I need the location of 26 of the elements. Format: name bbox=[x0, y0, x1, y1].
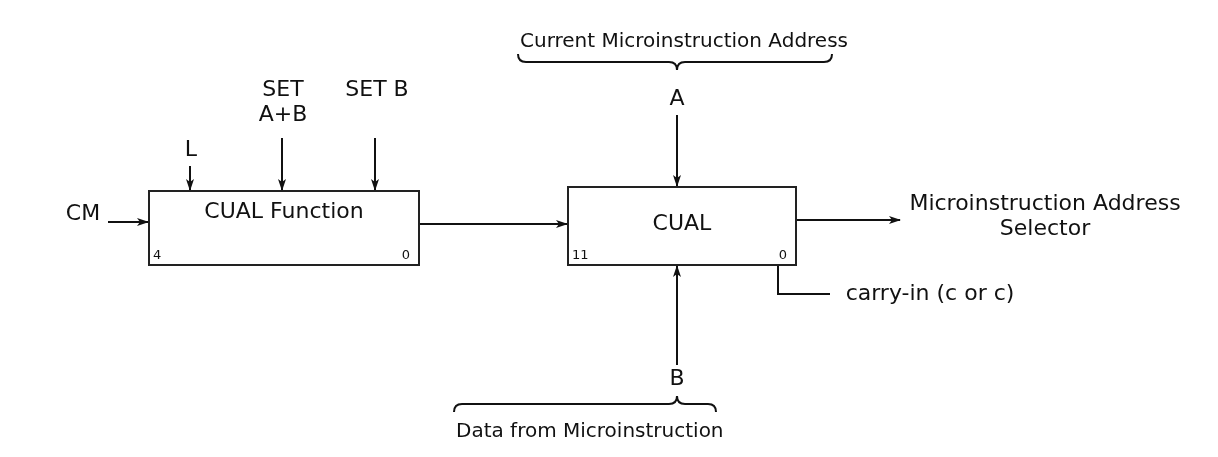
signal-name: CM bbox=[64, 200, 102, 226]
function-block bbox=[148, 190, 420, 266]
signal-arrow bbox=[673, 114, 681, 187]
signal-arrow bbox=[673, 265, 681, 366]
signal-arrow bbox=[371, 137, 379, 191]
signal-arrow bbox=[796, 216, 901, 224]
signal-name: L bbox=[183, 136, 199, 162]
signal-name: carry-in (c or c) bbox=[844, 280, 1016, 306]
bit-index: 0 bbox=[401, 248, 410, 263]
bit-index: 4 bbox=[153, 248, 162, 263]
bit-index: 0 bbox=[778, 248, 787, 263]
signal-name: Microinstruction Address Selector bbox=[908, 190, 1182, 241]
block-label: CUAL bbox=[651, 210, 713, 236]
bus-description: Current Microinstruction Address bbox=[520, 28, 848, 52]
bus-description: Data from Microinstruction bbox=[456, 418, 724, 442]
signal-arrow bbox=[278, 137, 286, 191]
signal-name: B bbox=[668, 365, 686, 391]
block-label: CUAL Function bbox=[203, 198, 365, 224]
signal-name: SET B bbox=[344, 76, 410, 102]
signal-arrow bbox=[419, 220, 568, 228]
bit-index: 11 bbox=[572, 248, 589, 263]
signal-arrow bbox=[107, 218, 149, 226]
function-block bbox=[567, 186, 797, 266]
signal-name: A bbox=[668, 85, 686, 111]
signal-name: SET A+B bbox=[257, 76, 309, 127]
signal-arrow bbox=[186, 165, 194, 191]
